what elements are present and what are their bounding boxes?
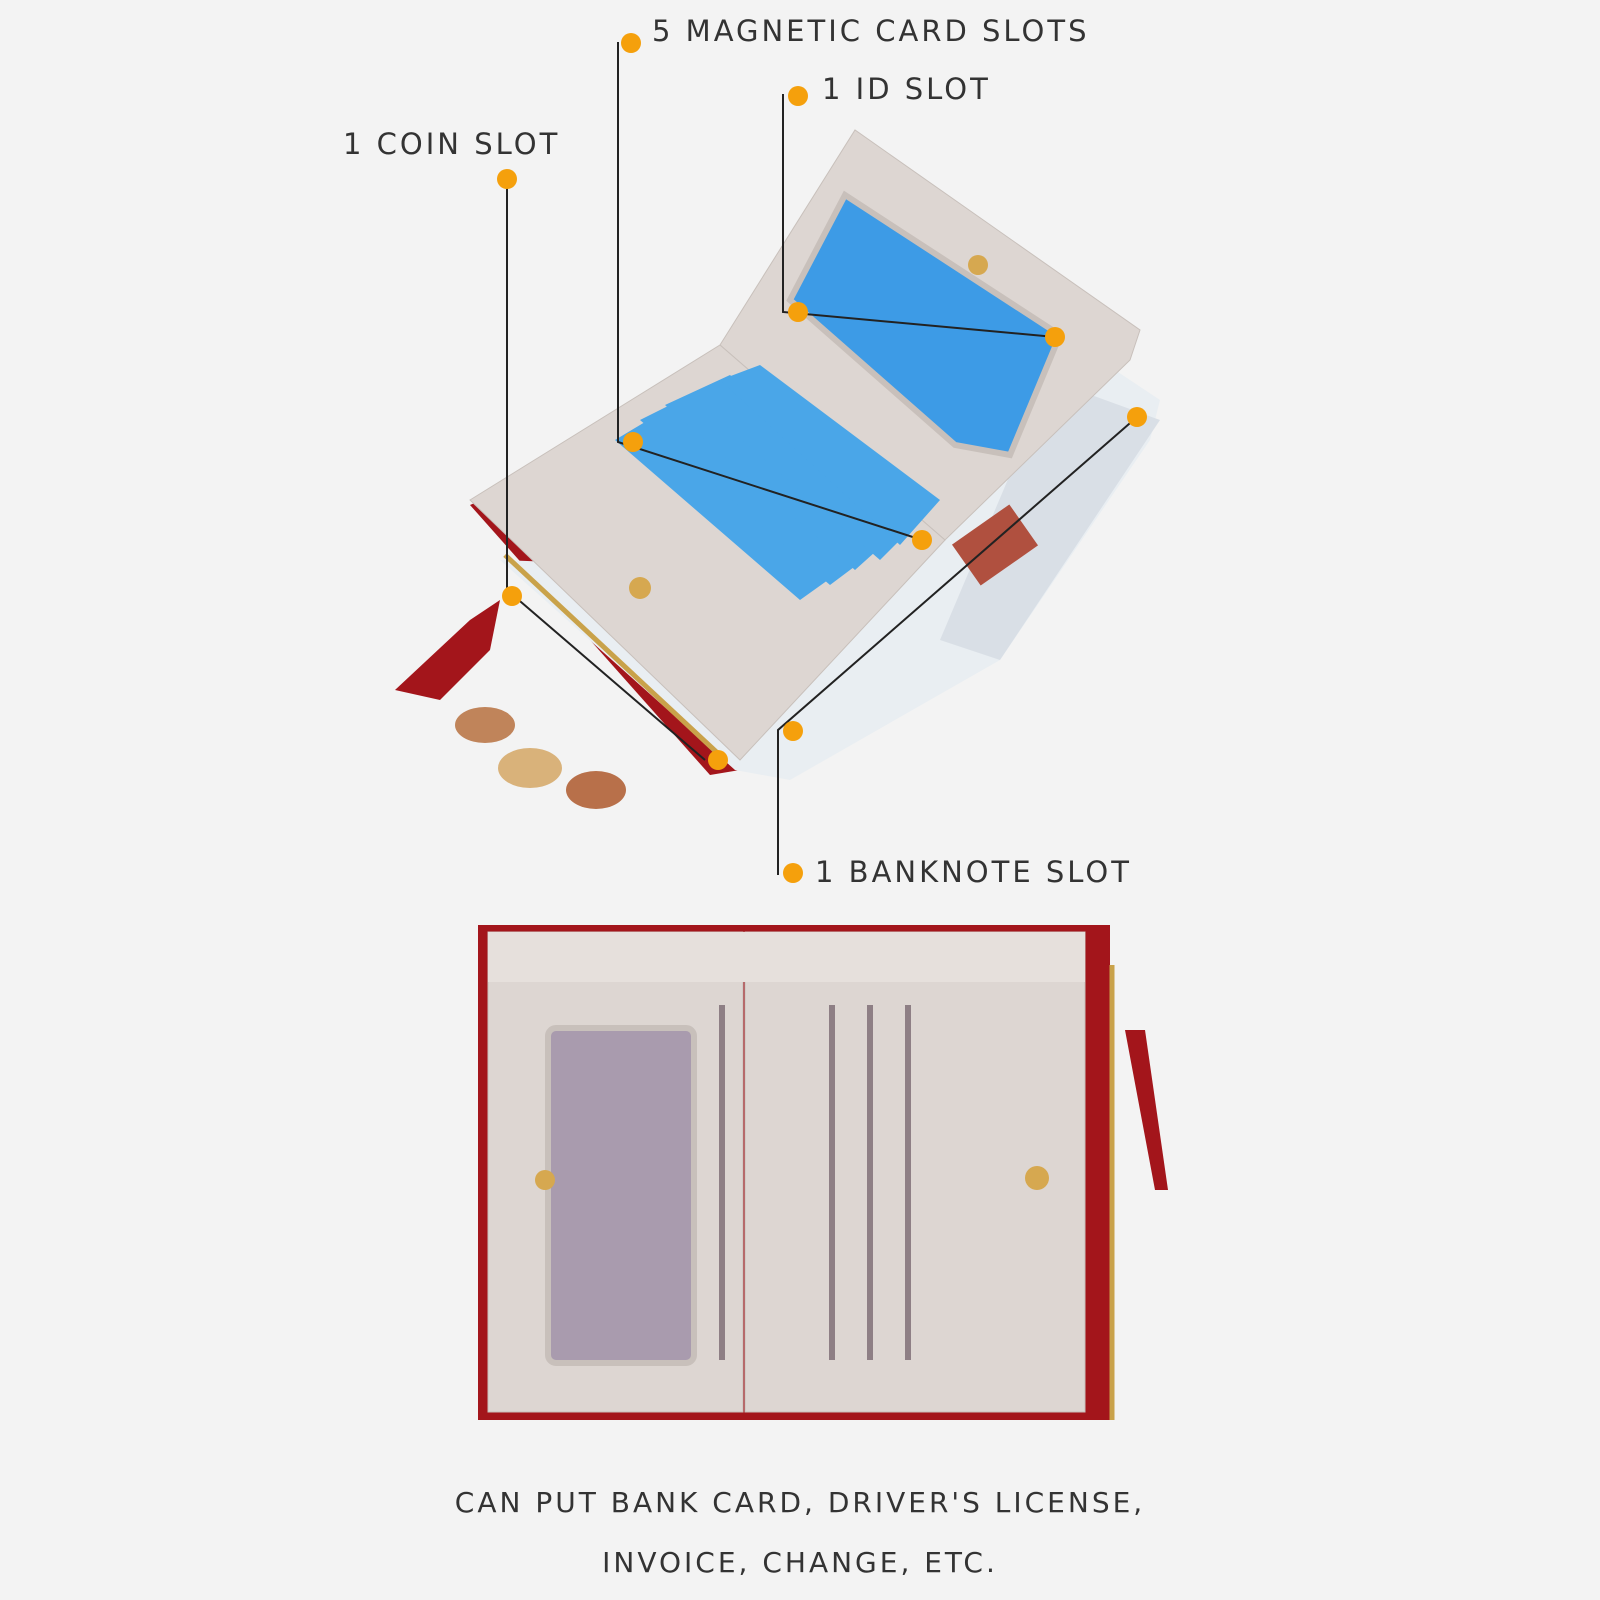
caption-line-1: CAN PUT BANK CARD, DRIVER'S LICENSE, xyxy=(454,1486,1146,1519)
callout-banknote-slot: 1 BANKNOTE SLOT xyxy=(815,855,1132,889)
callout-coin-slot: 1 COIN SLOT xyxy=(343,127,561,161)
snap-button xyxy=(629,577,651,599)
open-wallet-flat xyxy=(478,925,1168,1420)
callout-dots xyxy=(497,33,1147,883)
card-slots xyxy=(615,365,940,600)
callout-magnetic-card-slots: 5 MAGNETIC CARD SLOTS xyxy=(652,14,1090,48)
coins xyxy=(455,707,626,809)
caption-line-2: INVOICE, CHANGE, ETC. xyxy=(602,1546,998,1579)
card-slots xyxy=(719,1005,911,1360)
zipper-pull xyxy=(1125,1030,1168,1190)
callout-id-slot: 1 ID SLOT xyxy=(822,72,991,106)
snap-button-top xyxy=(968,255,988,275)
zipper xyxy=(503,553,727,762)
id-window xyxy=(545,1025,697,1366)
zipper-pull xyxy=(395,600,500,700)
open-wallet-angled xyxy=(395,129,1160,780)
